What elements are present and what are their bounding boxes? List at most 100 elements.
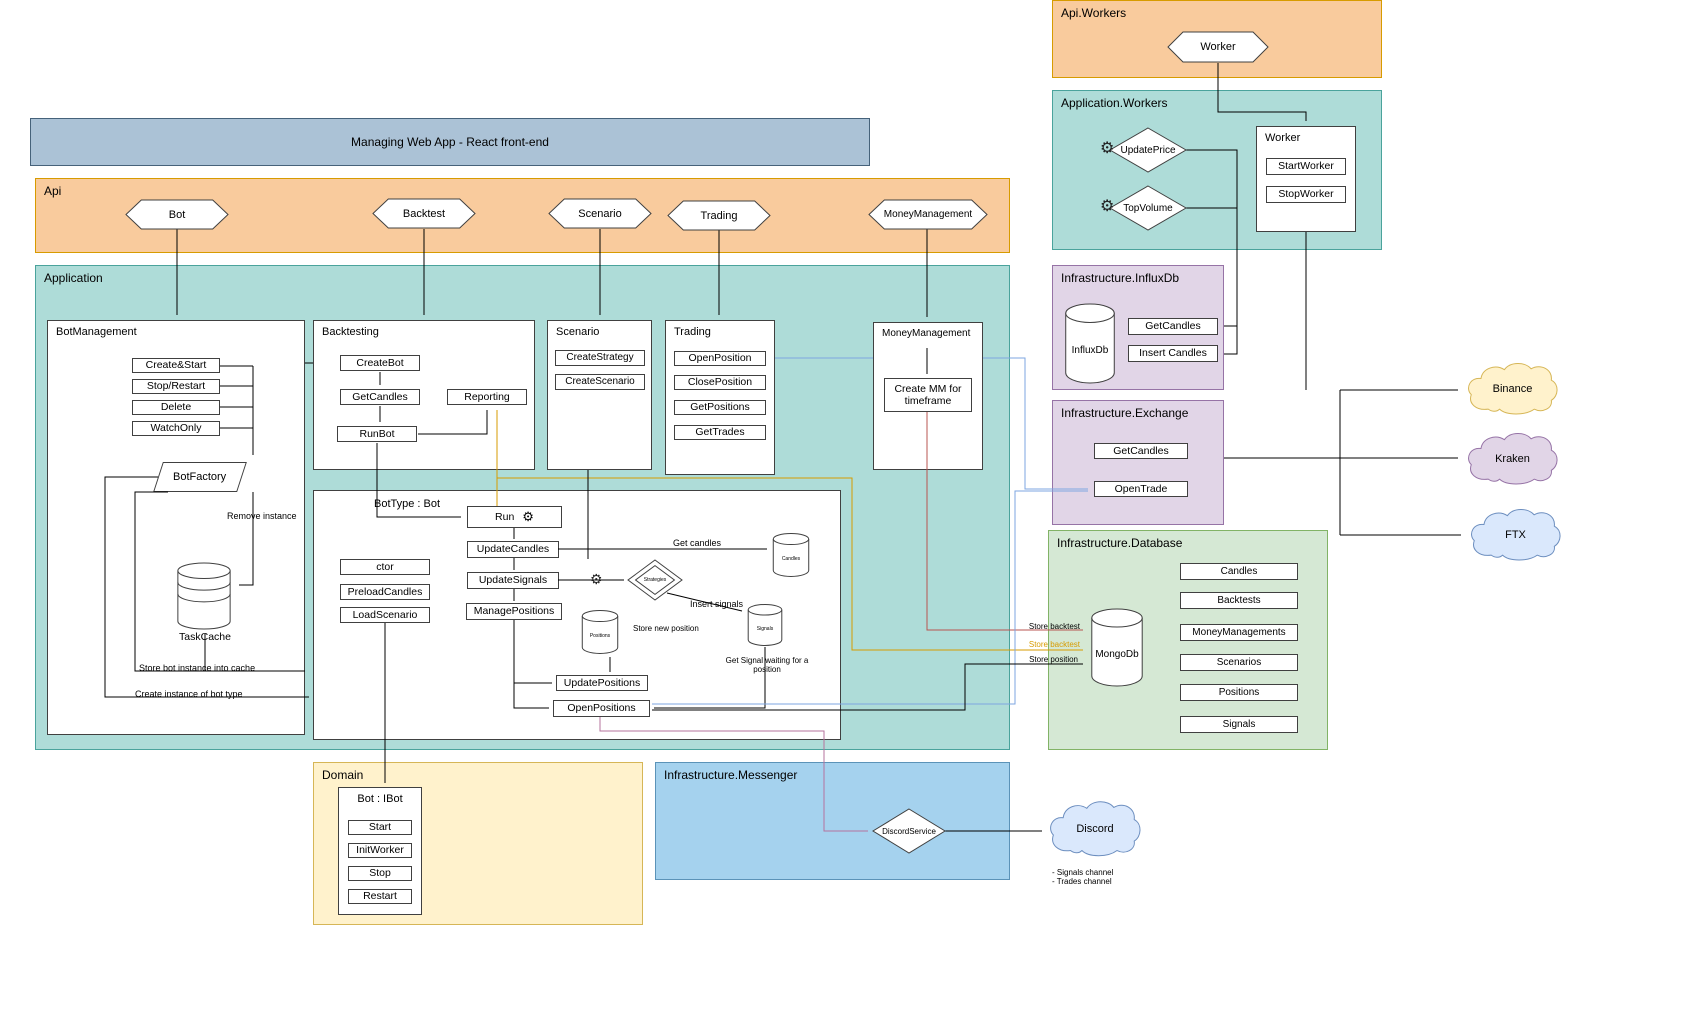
- bottype-title: BotType : Bot: [374, 498, 441, 510]
- btn-updatesignals[interactable]: UpdateSignals: [467, 572, 559, 589]
- btn-openposition[interactable]: OpenPosition: [674, 351, 766, 366]
- btn-exchange-getcandles[interactable]: GetCandles: [1094, 443, 1188, 459]
- btn-ibot-initworker[interactable]: InitWorker: [348, 843, 412, 858]
- btn-collection-moneymanagements[interactable]: MoneyManagements: [1180, 624, 1298, 641]
- btn-create-start[interactable]: Create&Start: [132, 358, 220, 373]
- strategies-diamond[interactable]: Strategies: [628, 560, 682, 600]
- cylinder-signals[interactable]: Signals: [747, 604, 783, 646]
- btn-createbot[interactable]: CreateBot: [340, 355, 420, 371]
- task-cache-cylinder[interactable]: [176, 562, 232, 630]
- mongodb-cylinder[interactable]: MongoDb: [1090, 608, 1144, 688]
- label-store-backtest-2: Store backtest: [1028, 640, 1080, 649]
- btn-stopworker[interactable]: StopWorker: [1266, 186, 1346, 203]
- btn-openpositions[interactable]: OpenPositions: [553, 700, 650, 717]
- btn-collection-candles[interactable]: Candles: [1180, 563, 1298, 580]
- btn-gettrades[interactable]: GetTrades: [674, 425, 766, 440]
- panel-domain-label: Domain: [322, 768, 364, 782]
- btn-influx-insertcandles[interactable]: Insert Candles: [1128, 345, 1218, 362]
- diamond-updateprice[interactable]: UpdatePrice: [1110, 128, 1186, 172]
- cloud-discord-label: Discord: [1076, 823, 1114, 835]
- btn-runbot[interactable]: RunBot: [337, 426, 417, 442]
- page-title: Managing Web App - React front-end: [351, 135, 549, 149]
- worker-box-title: Worker: [1265, 132, 1301, 144]
- cylinder-candles-label: Candles: [781, 556, 801, 562]
- btn-reporting[interactable]: Reporting: [447, 389, 527, 405]
- bot-factory-label: BotFactory: [173, 471, 227, 483]
- cloud-discord[interactable]: Discord: [1046, 798, 1144, 860]
- panel-exchange: Infrastructure.Exchange: [1052, 400, 1224, 525]
- label-insert-signals: Insert signals: [690, 599, 744, 609]
- topvolume-label: TopVolume: [1123, 202, 1173, 214]
- cloud-binance-label: Binance: [1492, 383, 1533, 395]
- btn-run[interactable]: Run ⚙: [467, 506, 562, 528]
- box-trading[interactable]: Trading: [665, 320, 775, 475]
- btn-updatecandles[interactable]: UpdateCandles: [467, 541, 559, 558]
- cloud-ftx-label: FTX: [1505, 529, 1526, 541]
- btn-ctor[interactable]: ctor: [340, 559, 430, 575]
- btn-delete[interactable]: Delete: [132, 400, 220, 415]
- bot-factory-shape[interactable]: BotFactory: [153, 462, 247, 492]
- btn-collection-positions[interactable]: Positions: [1180, 684, 1298, 701]
- btn-exchange-opentrade[interactable]: OpenTrade: [1094, 481, 1188, 497]
- label-create-instance: Create instance of bot type: [135, 689, 243, 699]
- btn-createscenario[interactable]: CreateScenario: [555, 374, 645, 390]
- btn-preloadcandles[interactable]: PreloadCandles: [340, 584, 430, 600]
- panel-api-workers-label: Api.Workers: [1061, 6, 1127, 20]
- cylinder-candles[interactable]: Candles: [772, 533, 810, 577]
- bot-management-title: BotManagement: [56, 326, 137, 338]
- influxdb-cylinder[interactable]: InfluxDb: [1064, 303, 1116, 385]
- label-get-candles: Get candles: [673, 538, 722, 548]
- btn-watchonly[interactable]: WatchOnly: [132, 421, 220, 436]
- btn-getpositions[interactable]: GetPositions: [674, 400, 766, 415]
- panel-database-label: Infrastructure.Database: [1057, 536, 1183, 550]
- hex-backtest[interactable]: Backtest: [373, 199, 475, 228]
- box-scenario[interactable]: Scenario: [547, 320, 652, 470]
- btn-collection-backtests[interactable]: Backtests: [1180, 592, 1298, 609]
- btn-collection-scenarios[interactable]: Scenarios: [1180, 654, 1298, 671]
- hex-trading[interactable]: Trading: [668, 201, 770, 230]
- btn-startworker[interactable]: StartWorker: [1266, 158, 1346, 175]
- hex-moneymanagement-label: MoneyManagement: [883, 209, 973, 220]
- btn-ibot-stop[interactable]: Stop: [348, 866, 412, 881]
- run-label: Run: [495, 510, 515, 523]
- box-worker[interactable]: Worker: [1256, 126, 1356, 232]
- btn-ibot-restart[interactable]: Restart: [348, 889, 412, 904]
- btn-loadscenario[interactable]: LoadScenario: [340, 607, 430, 623]
- cylinder-positions[interactable]: Positions: [581, 610, 619, 654]
- hex-scenario[interactable]: Scenario: [549, 199, 651, 228]
- hex-worker-label: Worker: [1200, 41, 1236, 53]
- btn-create-mm[interactable]: Create MM for timeframe: [884, 378, 972, 412]
- cylinder-signals-label: Signals: [756, 626, 774, 632]
- btn-collection-signals[interactable]: Signals: [1180, 716, 1298, 733]
- btn-influx-getcandles[interactable]: GetCandles: [1128, 318, 1218, 335]
- cloud-kraken-label: Kraken: [1495, 453, 1530, 465]
- cloud-kraken[interactable]: Kraken: [1464, 430, 1561, 488]
- btn-stop-restart[interactable]: Stop/Restart: [132, 379, 220, 394]
- hex-moneymanagement[interactable]: MoneyManagement: [869, 200, 987, 229]
- diamond-topvolume[interactable]: TopVolume: [1110, 186, 1186, 230]
- backtesting-title: Backtesting: [322, 326, 379, 338]
- btn-ibot-start[interactable]: Start: [348, 820, 412, 835]
- mongodb-label: MongoDb: [1095, 648, 1139, 660]
- label-store-new-position: Store new position: [633, 624, 699, 633]
- cylinder-positions-label: Positions: [589, 633, 611, 639]
- updateprice-label: UpdatePrice: [1120, 144, 1176, 156]
- gear-icon: ⚙: [1100, 198, 1115, 215]
- discordservice-label: DiscordService: [882, 826, 936, 836]
- hex-bot-label: Bot: [168, 208, 186, 221]
- hex-bot[interactable]: Bot: [126, 200, 228, 229]
- panel-application-workers-label: Application.Workers: [1061, 96, 1168, 110]
- diamond-discordservice[interactable]: DiscordService: [873, 809, 945, 853]
- hex-worker[interactable]: Worker: [1168, 32, 1268, 62]
- gear-icon: ⚙: [590, 571, 603, 587]
- btn-managepositions[interactable]: ManagePositions: [466, 603, 562, 620]
- btn-createstrategy[interactable]: CreateStrategy: [555, 350, 645, 366]
- btn-updatepositions[interactable]: UpdatePositions: [556, 675, 648, 691]
- btn-closeposition[interactable]: ClosePosition: [674, 375, 766, 390]
- panel-api-label: Api: [44, 184, 62, 198]
- gear-icon: ⚙: [522, 508, 534, 524]
- btn-getcandles-backtesting[interactable]: GetCandles: [340, 389, 420, 405]
- cloud-binance[interactable]: Binance: [1464, 360, 1561, 418]
- panel-influxdb-label: Infrastructure.InfluxDb: [1061, 271, 1180, 285]
- cloud-ftx[interactable]: FTX: [1467, 506, 1564, 564]
